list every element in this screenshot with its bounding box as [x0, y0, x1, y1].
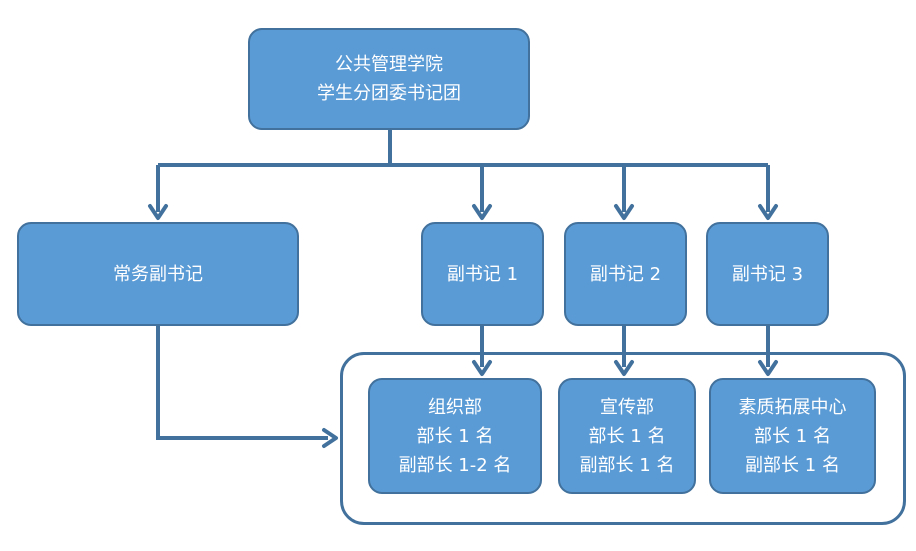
arrowhead-dept-1	[472, 360, 492, 376]
deputy-1-node: 副书记 1	[421, 222, 544, 326]
executive-deputy-node: 常务副书记	[17, 222, 299, 326]
arrowhead-dept-3	[758, 360, 778, 376]
arrowhead-deputy-1	[472, 204, 492, 220]
arrowhead-deputy-3	[758, 204, 778, 220]
deputy-2-node: 副书记 2	[564, 222, 687, 326]
department-1-name: 组织部	[428, 396, 482, 418]
department-3-node: 素质拓展中心 部长 1 名 副部长 1 名	[709, 378, 876, 494]
root-node: 公共管理学院 学生分团委书记团	[248, 28, 530, 130]
department-2-head: 部长 1 名	[588, 425, 666, 447]
root-line-1: 公共管理学院	[335, 54, 443, 75]
executive-deputy-label: 常务副书记	[113, 263, 203, 285]
department-1-node: 组织部 部长 1 名 副部长 1-2 名	[368, 378, 542, 494]
deputy-1-label: 副书记 1	[446, 263, 519, 285]
root-line-2: 学生分团委书记团	[317, 83, 461, 104]
department-3-deputy: 副部长 1 名	[745, 454, 840, 476]
deputy-3-node: 副书记 3	[706, 222, 829, 326]
department-3-head: 部长 1 名	[754, 425, 831, 447]
department-2-name: 宣传部	[600, 396, 654, 418]
deputy-2-label: 副书记 2	[589, 263, 662, 285]
department-2-node: 宣传部 部长 1 名 副部长 1 名	[558, 378, 696, 494]
department-2-deputy: 副部长 1 名	[579, 454, 675, 476]
departments-group-frame	[340, 352, 906, 525]
arrowhead-deputy-2	[614, 204, 634, 220]
arrowhead-dept-2	[614, 360, 634, 376]
department-1-head: 部长 1 名	[416, 425, 494, 447]
executive-to-group-line	[156, 326, 328, 440]
department-3-name: 素质拓展中心	[738, 396, 847, 418]
arrowhead-executive-deputy	[148, 204, 168, 220]
deputy-3-label: 副书记 3	[731, 263, 804, 285]
arrowhead-group	[322, 428, 338, 448]
department-1-deputy: 副部长 1-2 名	[398, 454, 512, 476]
